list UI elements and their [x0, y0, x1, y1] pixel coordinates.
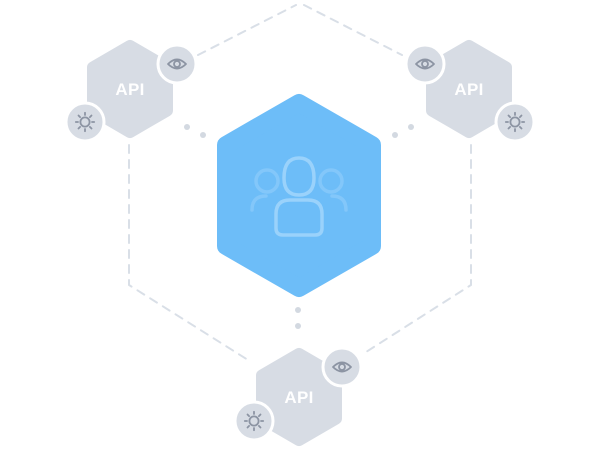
- users-group-icon: [250, 156, 348, 237]
- gear-icon: [74, 111, 96, 133]
- gear-icon: [504, 111, 526, 133]
- connector-dot: [408, 124, 414, 130]
- badge-circle: [321, 346, 363, 388]
- connector-dot: [392, 132, 398, 138]
- view-badge[interactable]: [321, 346, 363, 388]
- api-node-top-left[interactable]: API: [64, 40, 198, 143]
- settings-badge[interactable]: [233, 400, 275, 442]
- badge-circle: [64, 101, 106, 143]
- api-node-label: API: [284, 388, 313, 407]
- connector-dot: [200, 132, 206, 138]
- connector-dot: [295, 323, 301, 329]
- connector-left: [128, 144, 249, 361]
- connector-dot: [184, 124, 190, 130]
- badge-circle: [233, 400, 275, 442]
- api-node-label: API: [115, 80, 144, 99]
- badge-circle: [156, 43, 198, 85]
- connector-dots: [184, 124, 414, 329]
- connector-dot: [295, 307, 301, 313]
- api-node-label: API: [454, 80, 483, 99]
- badge-circle: [404, 43, 446, 85]
- badge-circle: [494, 101, 536, 143]
- eye-icon: [332, 361, 352, 373]
- settings-badge[interactable]: [64, 101, 106, 143]
- view-badge[interactable]: [156, 43, 198, 85]
- api-node-bottom[interactable]: API: [233, 346, 363, 446]
- eye-icon: [167, 58, 187, 70]
- connector-right: [365, 144, 472, 353]
- hub-node: [217, 94, 381, 297]
- api-node-top-right[interactable]: API: [404, 40, 536, 143]
- view-badge[interactable]: [404, 43, 446, 85]
- connector-top-left: [197, 4, 297, 56]
- connector-lines: [128, 4, 472, 361]
- eye-icon: [415, 58, 435, 70]
- gear-icon: [243, 410, 265, 432]
- settings-badge[interactable]: [494, 101, 536, 143]
- connector-top-right: [303, 4, 403, 56]
